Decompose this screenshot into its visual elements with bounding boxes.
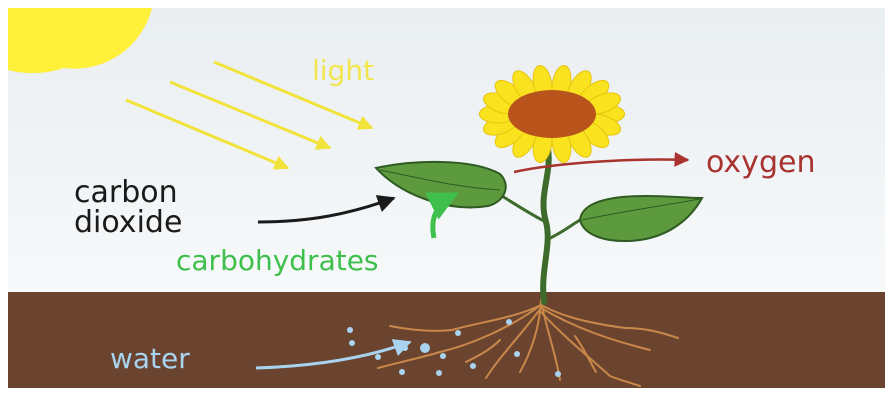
water-droplet [506,319,512,325]
carbon-dioxide-label-line2: dioxide [74,205,182,240]
water-droplet [436,370,442,376]
water-droplet [470,363,476,369]
water-label: water [110,342,190,375]
water-droplet [349,340,355,346]
water-droplet [420,343,430,353]
water-droplet [399,369,405,375]
water-droplet [455,330,461,336]
water-droplet [440,353,446,359]
water-droplet [347,327,353,333]
light-label: light [312,54,374,87]
water-droplet [555,371,561,377]
flower-center [508,90,596,138]
water-droplet [375,354,381,360]
oxygen-label: oxygen [706,145,815,180]
carbohydrates-label: carbohydrates [176,244,379,277]
water-droplet [514,351,520,357]
